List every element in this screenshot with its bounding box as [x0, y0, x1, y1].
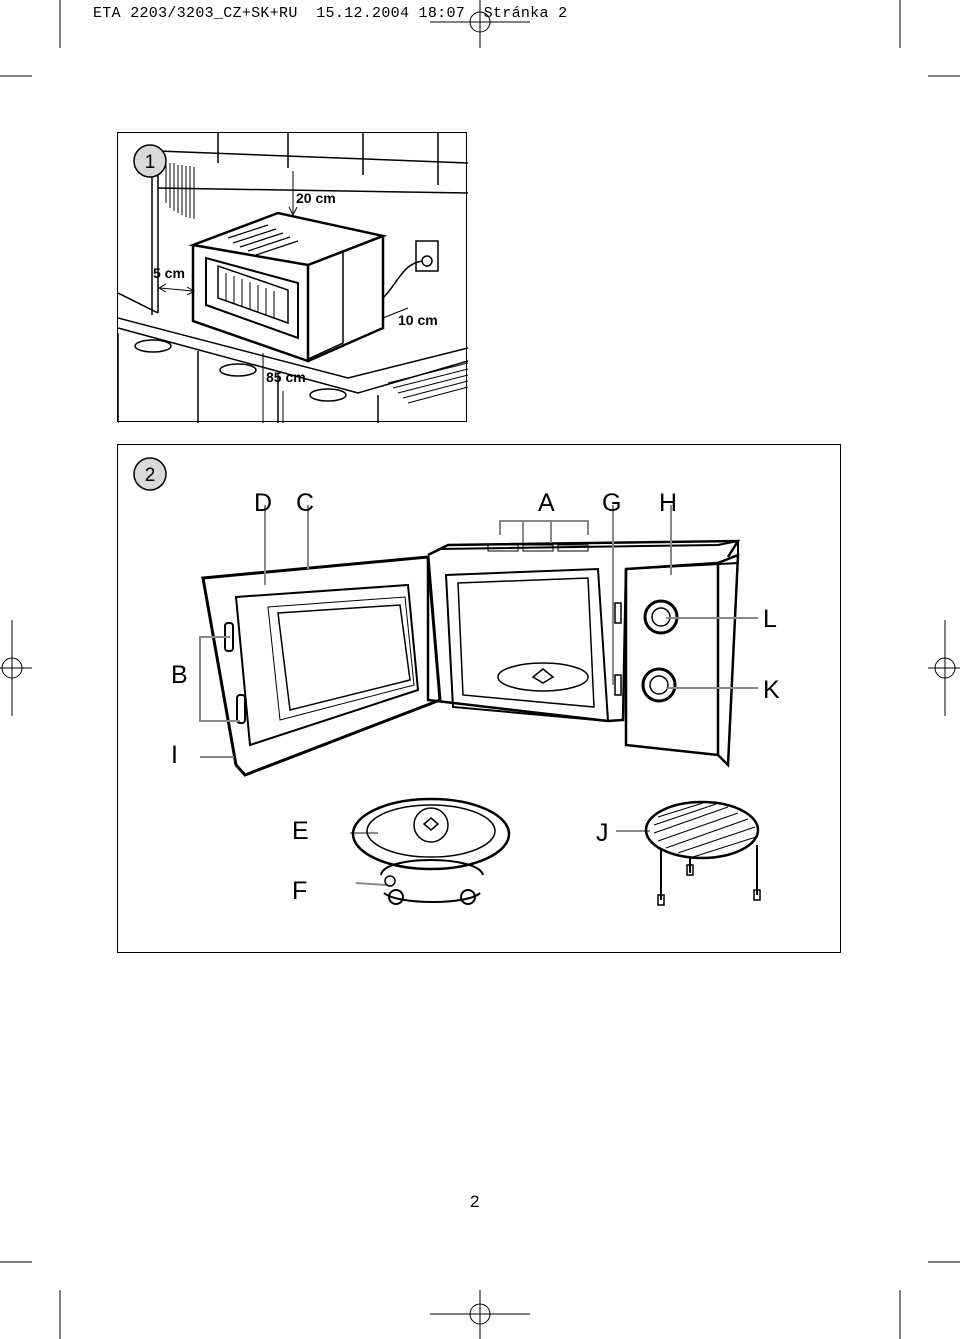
part-label-l: L	[763, 605, 777, 633]
dimension-top: 20 cm	[296, 190, 336, 206]
part-label-a: A	[538, 489, 555, 517]
part-label-f: F	[292, 877, 307, 905]
dimension-floor: 85 cm	[266, 369, 306, 385]
figure-number-badge	[133, 144, 167, 178]
part-label-b: B	[171, 661, 188, 689]
figure-number: 1	[145, 152, 156, 173]
print-header: ETA 2203/3203_CZ+SK+RU 15.12.2004 18:07 …	[93, 5, 568, 22]
figure-parts: 2 D C A G H L B K I E J F	[117, 444, 841, 953]
part-label-j: J	[596, 819, 609, 847]
parts-drawing: 2 D C A G H L B K I E J F	[133, 457, 780, 906]
part-label-c: C	[296, 489, 314, 517]
part-label-k: K	[763, 676, 780, 704]
part-label-e: E	[292, 817, 309, 845]
part-label-g: G	[602, 489, 621, 517]
part-label-i: I	[171, 741, 178, 769]
dimension-back: 10 cm	[398, 312, 438, 328]
figure-installation: 1 20 cm 5 cm 10 cm 85 cm	[117, 132, 468, 423]
page-number: 2	[470, 1192, 480, 1211]
figure-number: 2	[145, 465, 156, 486]
part-label-d: D	[254, 489, 272, 517]
part-label-h: H	[659, 489, 677, 517]
figure-number-badge	[133, 457, 167, 491]
dimension-side: 5 cm	[153, 265, 185, 281]
installation-drawing: 1 20 cm 5 cm 10 cm 85 cm	[118, 133, 468, 423]
